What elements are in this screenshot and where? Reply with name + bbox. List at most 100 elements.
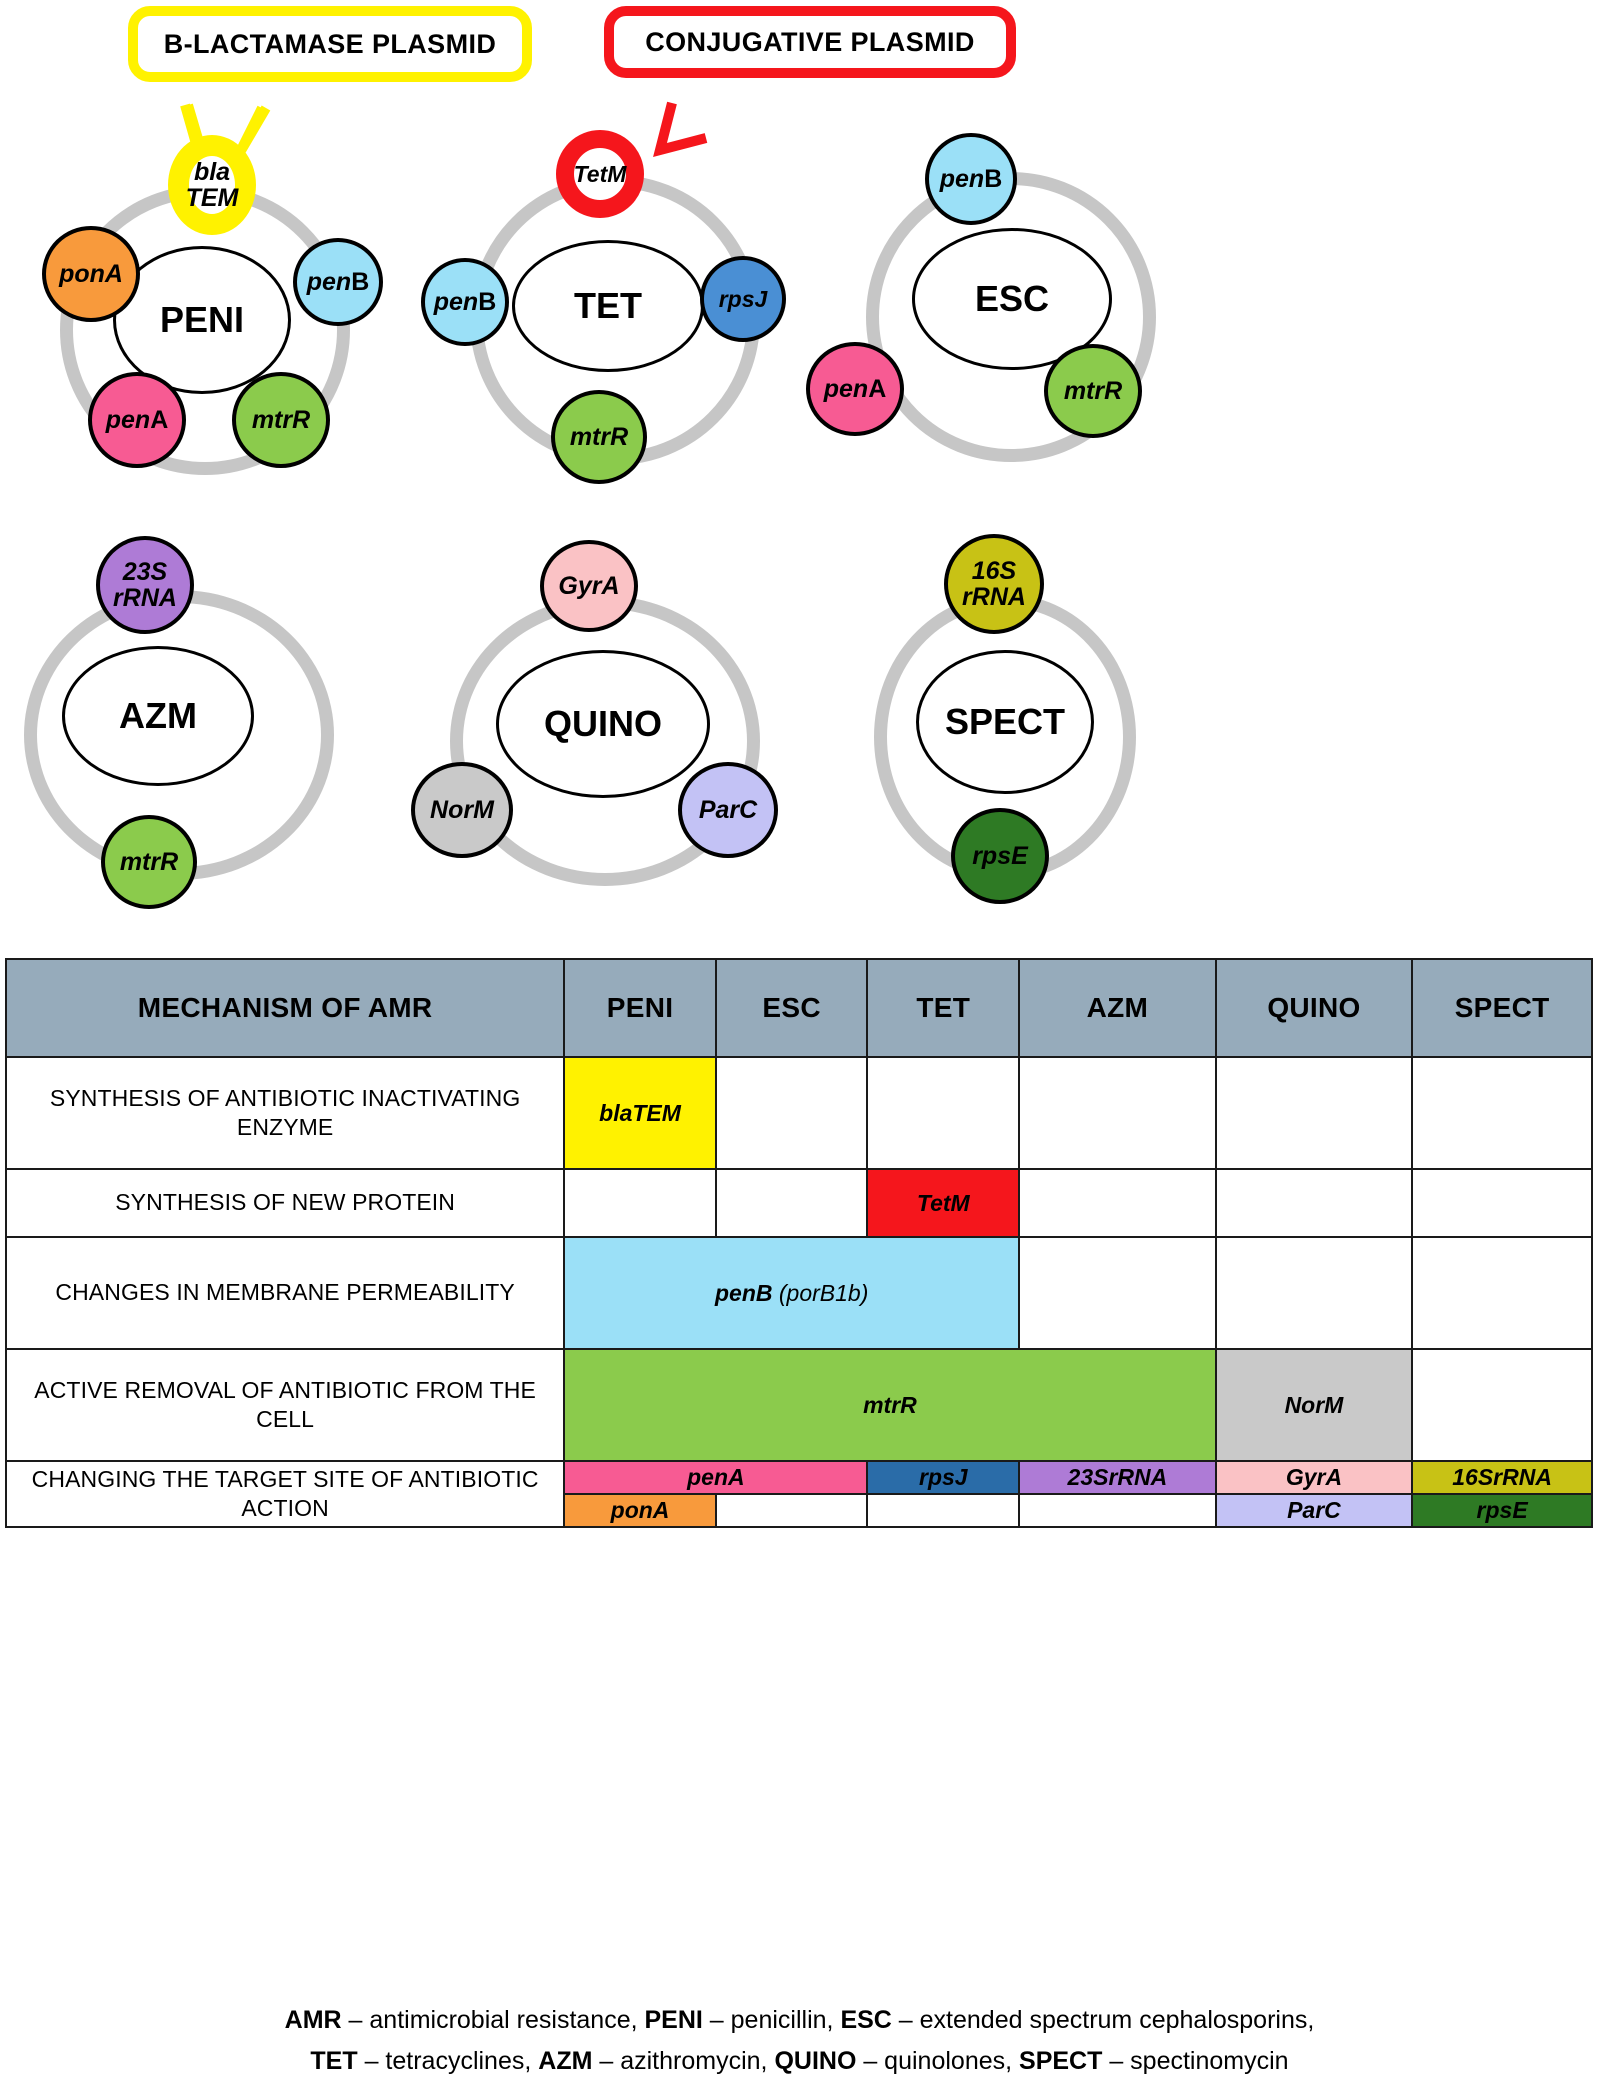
legend-abbrev: ESC (840, 2006, 892, 2034)
gene-pena-esc: penA (806, 342, 904, 436)
cell-16srrna: 16SrRNA (1411, 1460, 1593, 1495)
row-mechanism-label: CHANGES IN MEMBRANE PERMEABILITY (4, 1236, 566, 1350)
esc-core-label: ESC (974, 278, 1050, 319)
row-mechanism-label: SYNTHESIS OF ANTIBIOTIC INACTIVATING ENZ… (4, 1056, 566, 1170)
legend-abbrev: AZM (538, 2046, 593, 2075)
cell-23srrna: 23SrRNA (1018, 1460, 1217, 1495)
callout-conjugative-plasmid: CONJUGATIVE PLASMID (604, 6, 1016, 78)
cell-empty (1214, 1056, 1414, 1170)
col-header-spect: SPECT (1411, 958, 1593, 1058)
cell-empty (1018, 1236, 1217, 1350)
spect-core-label: SPECT (944, 701, 1066, 742)
gene-rpse-label: rpsE (972, 841, 1028, 870)
gene-gyra-label: GyrA (558, 571, 620, 600)
table-row: SYNTHESIS OF NEW PROTEIN TetM (4, 1168, 1593, 1238)
col-header-peni: PENI (563, 958, 717, 1058)
cell-tetm: TetM (866, 1168, 1021, 1238)
legend-abbrev: AMR (284, 2006, 342, 2034)
table-header-row: MECHANISM OF AMR PENI ESC TET AZM QUINO … (4, 958, 1593, 1058)
gene-mtrr-tet: mtrR (551, 390, 647, 484)
legend-abbrev: SPECT (1019, 2046, 1103, 2075)
cell-empty (1411, 1236, 1593, 1350)
azm-core: AZM (62, 646, 254, 786)
cell-empty (1214, 1236, 1414, 1350)
tet-core-label: TET (574, 285, 642, 326)
col-header-quino: QUINO (1214, 958, 1414, 1058)
cell-rpsj: rpsJ (866, 1460, 1021, 1495)
cell-blatem: blaTEM (563, 1056, 717, 1170)
cell-empty (1018, 1056, 1217, 1170)
gene-penb-peni: penB (293, 238, 383, 326)
gene-tetm-label: TetM (573, 160, 627, 187)
cell-penbporb1b: penB (porB1b) (563, 1236, 1021, 1350)
table-row: ACTIVE REMOVAL OF ANTIBIOTIC FROM THE CE… (4, 1348, 1593, 1462)
peni-core-label: PENI (159, 299, 245, 340)
cell-empty (563, 1168, 717, 1238)
gene-rpsj-label: rpsJ (718, 285, 768, 312)
cell-pena: penA (563, 1460, 869, 1495)
gene-mtrr-azm-label: mtrR (119, 847, 179, 876)
gene-parc-quino: ParC (678, 762, 778, 858)
gene-gyra-quino: GyrA (540, 540, 638, 632)
legend-abbrev: QUINO (774, 2046, 857, 2075)
gene-rpse-spect: rpsE (951, 808, 1049, 904)
gene-mtrr-peni: mtrR (232, 372, 330, 468)
cell-empty (714, 1168, 869, 1238)
col-header-esc: ESC (714, 958, 869, 1058)
gene-mtrr-tet-label: mtrR (569, 422, 629, 451)
col-header-azm: AZM (1018, 958, 1217, 1058)
gene-rpsj-tet: rpsJ (700, 256, 786, 342)
gene-tetm: TetM (556, 130, 644, 218)
amr-mechanism-table: MECHANISM OF AMR PENI ESC TET AZM QUINO … (4, 958, 1593, 1528)
gene-norm-quino: NorM (411, 762, 513, 858)
cell-mtrr: mtrR (563, 1348, 1217, 1462)
gene-pena-peni: penA (88, 372, 186, 468)
cell-empty (1214, 1168, 1414, 1238)
gene-penb-label: penB (306, 267, 370, 296)
legend-line-1: AMR – antimicrobial resistance, PENI – p… (284, 2006, 1315, 2034)
legend-caption: AMR – antimicrobial resistance, PENI – p… (0, 2000, 1599, 2081)
cell-gyra: GyrA (1214, 1460, 1414, 1495)
gene-mtrr-esc: mtrR (1044, 344, 1142, 438)
amr-mechanism-table-wrapper: MECHANISM OF AMR PENI ESC TET AZM QUINO … (4, 958, 1595, 1528)
peni-core: PENI (113, 246, 291, 394)
gene-penb-esc: penB (925, 133, 1017, 225)
cell-empty (1411, 1168, 1593, 1238)
callout-blactamase-label: B-LACTAMASE PLASMID (163, 28, 497, 59)
cell-empty (714, 1056, 869, 1170)
table-row: SYNTHESIS OF ANTIBIOTIC INACTIVATING ENZ… (4, 1056, 1593, 1170)
row-mechanism-label: SYNTHESIS OF NEW PROTEIN (4, 1168, 566, 1238)
gene-penb-tet-label: penB (433, 287, 497, 316)
legend-abbrev: PENI (644, 2006, 703, 2034)
cell-empty (1018, 1168, 1217, 1238)
cell-parc: ParC (1214, 1493, 1414, 1528)
cell-empty (1411, 1348, 1593, 1462)
quino-core-label: QUINO (543, 703, 662, 744)
gene-pona-peni: ponA (42, 226, 140, 322)
cell-norm: NorM (1214, 1348, 1414, 1462)
gene-pena-esc-label: penA (823, 374, 887, 403)
gene-mtrr-label: mtrR (251, 405, 311, 434)
legend-line-2: TET – tetracyclines, AZM – azithromycin,… (310, 2046, 1289, 2075)
quino-core: QUINO (496, 650, 710, 798)
gene-penb-esc-label: penB (939, 164, 1003, 193)
cell-empty (866, 1493, 1021, 1528)
cell-empty (1411, 1056, 1593, 1170)
cell-pona: ponA (563, 1493, 717, 1528)
cell-empty (1018, 1493, 1217, 1528)
plasmid-diagram-panel: B-LACTAMASE PLASMID CONJUGATIVE PLASMID … (0, 0, 1599, 955)
row-mechanism-label: ACTIVE REMOVAL OF ANTIBIOTIC FROM THE CE… (4, 1348, 566, 1462)
col-header-mechanism: MECHANISM OF AMR (4, 958, 566, 1058)
gene-mtrr-azm: mtrR (101, 815, 197, 909)
azm-core-label: AZM (119, 695, 197, 736)
table-row: CHANGING THE TARGET SITE OF ANTIBIOTIC A… (4, 1460, 1593, 1528)
cell-empty (866, 1056, 1021, 1170)
gene-norm-label: NorM (430, 795, 494, 824)
cell-empty (714, 1493, 869, 1528)
